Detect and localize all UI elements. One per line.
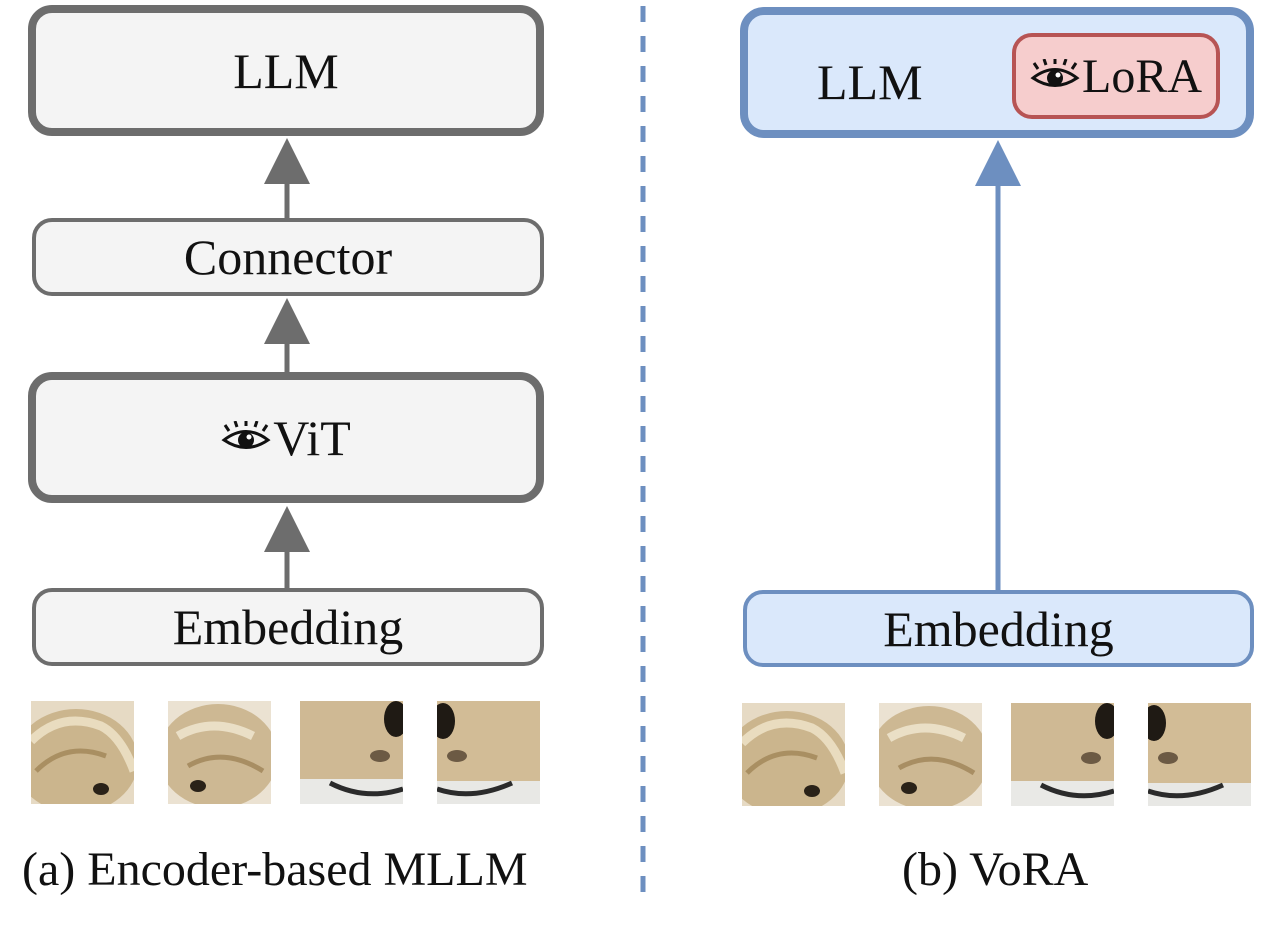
llm-label-left: LLM [233,42,339,99]
connector-label: Connector [183,229,393,285]
lora-box: LoRA [1012,33,1220,119]
image-patch [300,701,403,804]
image-patch [168,701,271,804]
lora-label: LoRA [1082,49,1202,103]
vit-label: ViT [273,409,351,466]
eye-icon [1030,59,1080,87]
embedding-box-right: Embedding [743,590,1254,667]
embedding-box-left: Embedding [32,588,544,666]
arrow-embedding-to-vit [264,506,310,588]
caption-left: (a) Encoder-based MLLM [22,843,528,896]
image-patch [879,703,982,806]
eye-icon [221,420,271,449]
image-patch [1011,703,1114,806]
connector-box: Connector [32,218,544,296]
embedding-label-left: Embedding [172,599,404,655]
vit-box: ViT [28,372,544,503]
llm-box-left: LLM [28,5,544,136]
arrow-embedding-to-llm [975,140,1021,590]
arrow-vit-to-connector [264,298,310,372]
image-patch [742,703,845,806]
caption-right: (b) VoRA [902,843,1089,896]
image-patch [31,701,134,804]
arrow-connector-to-llm [264,138,310,218]
image-patch [437,701,540,804]
image-patch [1148,703,1251,806]
embedding-label-right: Embedding [883,600,1114,657]
llm-label-right: LLM [817,54,923,110]
